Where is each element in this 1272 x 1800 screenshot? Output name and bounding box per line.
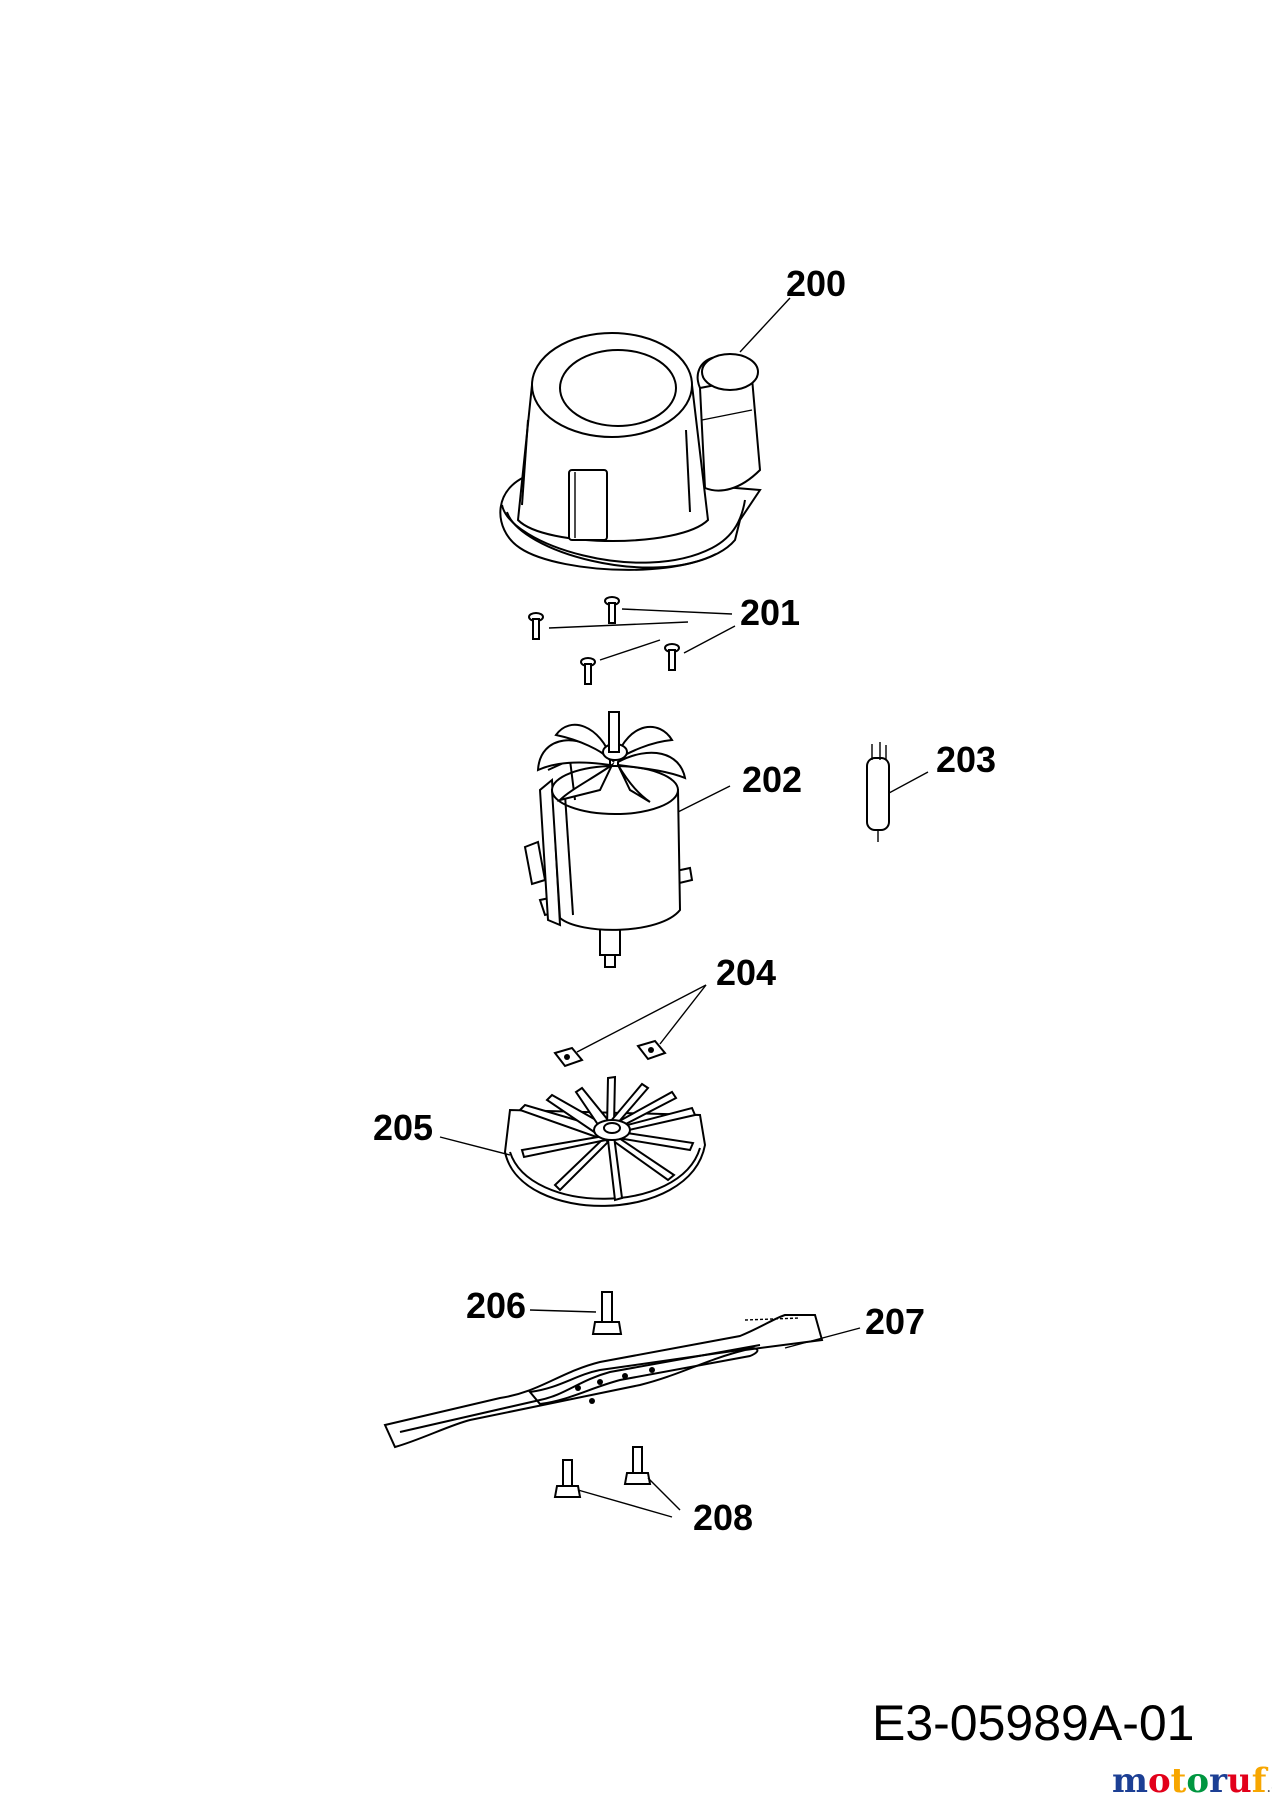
label-201: 201 [740,592,800,633]
part-203-capacitor: 203 [866,739,996,842]
part-202-motor: 202 [523,711,802,968]
svg-text:motoruf.de: motoruf.de [1112,1761,1272,1800]
label-204: 204 [716,952,776,993]
label-208: 208 [693,1497,753,1538]
part-200-motor-cover: 200 [499,263,846,571]
part-208-bolts: 208 [553,1446,753,1538]
label-203: 203 [936,739,996,780]
part-204-nuts: 204 [553,952,776,1068]
part-206-bolt: 206 [466,1285,623,1335]
label-207: 207 [865,1301,925,1342]
screw [664,643,680,671]
part-205-cooling-fan: 205 [373,1075,707,1207]
part-201-screws: 201 [528,592,800,685]
part-207-blade: 207 [383,1301,925,1449]
label-202: 202 [742,759,802,800]
label-200: 200 [786,263,846,304]
label-206: 206 [466,1285,526,1326]
bolt [553,1459,582,1498]
label-205: 205 [373,1107,433,1148]
motoruf-logo: motoruf.de [1112,1761,1272,1800]
screw [528,612,544,640]
screw [580,657,596,685]
motor-top-fan [536,711,687,803]
screw [604,596,620,624]
bolt [623,1446,652,1485]
drawing-code: E3-05989A-01 [872,1695,1194,1751]
